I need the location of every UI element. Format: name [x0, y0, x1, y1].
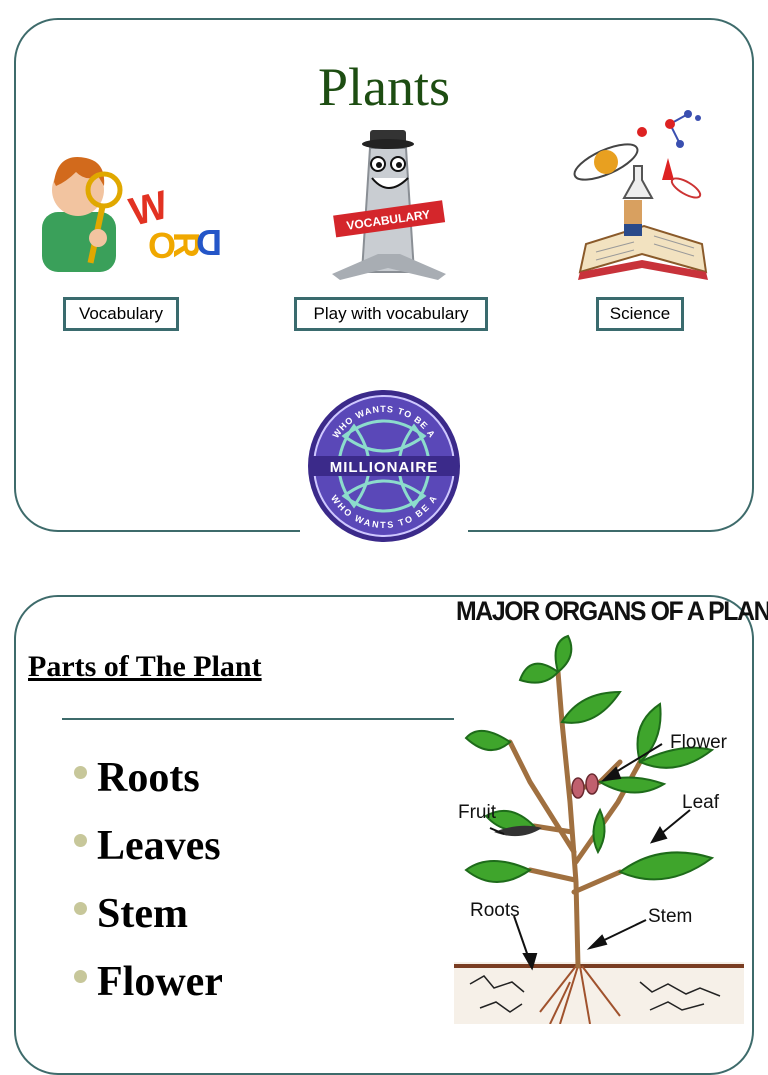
vocabulary-button[interactable]: Vocabulary	[63, 297, 179, 331]
bullet-item: Leaves	[74, 812, 223, 880]
millionaire-logo[interactable]: MILLIONAIRE WHO WANTS TO BE A WHO WANTS …	[304, 386, 464, 546]
science-button[interactable]: Science	[596, 297, 684, 331]
slide-title: Plants	[317, 57, 451, 117]
bullet-item: Roots	[74, 744, 223, 812]
bullet-dot-icon	[74, 765, 87, 779]
science-clipart	[573, 110, 708, 280]
label-stem: Stem	[648, 906, 692, 927]
word-letter-r: R	[166, 232, 207, 258]
bullet-item: Stem	[74, 880, 223, 948]
label-leaf: Leaf	[682, 792, 720, 813]
bullet-dot-icon	[74, 833, 87, 847]
plant-diagram: Flower Leaf Fruit Roots Stem	[454, 634, 744, 1024]
word-letter-o: O	[148, 225, 176, 266]
bullet-item: Flower	[74, 948, 223, 1016]
slide-subtitle: Parts of The Plant	[28, 650, 262, 683]
play-with-vocabulary-button[interactable]: Play with vocabulary	[294, 297, 488, 331]
divider	[62, 718, 454, 720]
word-letter-d: D	[196, 222, 222, 263]
label-flower: Flower	[670, 732, 728, 753]
label-fruit: Fruit	[458, 802, 497, 823]
vocabulary-character-clipart: VOCABULARY	[332, 130, 446, 280]
bullet-dot-icon	[74, 969, 87, 983]
millionaire-center-text: MILLIONAIRE	[330, 459, 439, 476]
bullet-list: Roots Leaves Stem Flower	[74, 744, 223, 1016]
bullet-dot-icon	[74, 901, 87, 915]
label-roots: Roots	[470, 900, 520, 921]
diagram-title: MAJOR ORGANS OF A PLANT	[456, 596, 768, 626]
word-clipart: W O R D	[42, 157, 222, 272]
